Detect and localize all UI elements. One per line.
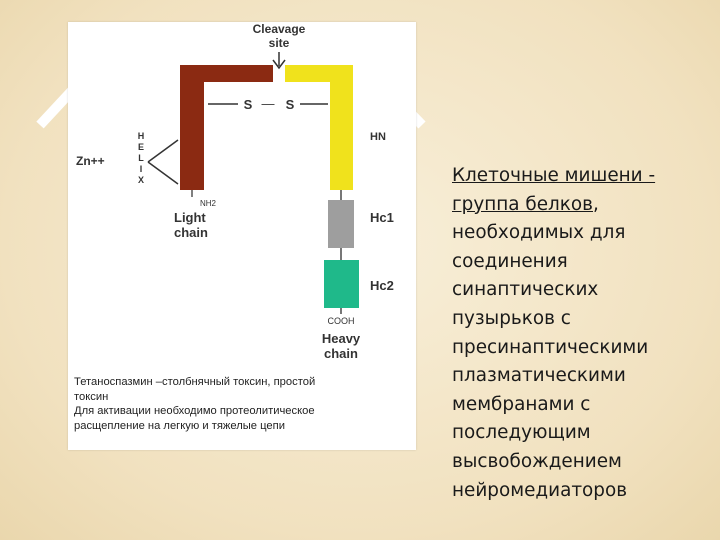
light-chain-label-line2: chain: [174, 225, 208, 240]
body-line-9: высвобождением: [452, 448, 714, 477]
caption-line-2: токсин: [74, 390, 374, 405]
heavy-chain-hn-shape: [285, 65, 353, 190]
body-line-4: пузырьков с: [452, 305, 714, 334]
light-chain-shape: [180, 65, 273, 190]
disulfide-bond: —: [262, 96, 275, 111]
body-line-6: плазматическими: [452, 362, 714, 391]
body-line-3: синаптических: [452, 276, 714, 305]
body-line-5: пресинаптическими: [452, 334, 714, 363]
hc1-domain-shape: [328, 200, 354, 248]
hc2-domain-shape: [324, 260, 359, 308]
toxin-structure-diagram: Cleavage site S — S H E L I X Zn++ NH2 L…: [68, 22, 416, 372]
figure-caption: Тетаноспазмин –столбнячный токсин, прост…: [74, 375, 374, 433]
cleavage-label-line2: site: [269, 36, 290, 50]
light-chain-label-line1: Light: [174, 210, 206, 225]
body-comma: ,: [593, 194, 599, 215]
hc1-label: Hc1: [370, 210, 394, 225]
body-underlined-phrase: Клеточные мишени - группа белков: [452, 165, 655, 215]
body-line-10: нейромедиаторов: [452, 477, 714, 506]
body-line-8: последующим: [452, 419, 714, 448]
toxin-diagram-card: Cleavage site S — S H E L I X Zn++ NH2 L…: [68, 22, 416, 450]
caption-line-4: расщепление на легкую и тяжелые цепи: [74, 419, 374, 434]
helix-letter-i: I: [140, 164, 143, 174]
disulfide-s-right: S: [286, 97, 295, 112]
zinc-label: Zn++: [76, 154, 105, 168]
cleavage-label-line1: Cleavage: [253, 22, 306, 36]
helix-letter-l: L: [138, 153, 144, 163]
body-line-1: необходимых для: [452, 219, 714, 248]
body-paragraph: Клеточные мишени - группа белков, необхо…: [452, 162, 714, 505]
hn-label: HN: [370, 131, 386, 143]
caption-line-1: Тетаноспазмин –столбнячный токсин, прост…: [74, 375, 374, 390]
disulfide-s-left: S: [244, 97, 253, 112]
cooh-label: COOH: [328, 316, 355, 326]
helix-letter-e: E: [138, 142, 144, 152]
body-line-7: мембранами с: [452, 391, 714, 420]
helix-letter-x: X: [138, 175, 144, 185]
hc2-label: Hc2: [370, 278, 394, 293]
nh2-label: NH2: [200, 199, 217, 208]
heavy-chain-label-line1: Heavy: [322, 331, 361, 346]
caption-line-3: Для активации необходимо протеолитическо…: [74, 404, 374, 419]
body-line-2: соединения: [452, 248, 714, 277]
helix-letter-h: H: [138, 131, 145, 141]
heavy-chain-label-line2: chain: [324, 346, 358, 361]
